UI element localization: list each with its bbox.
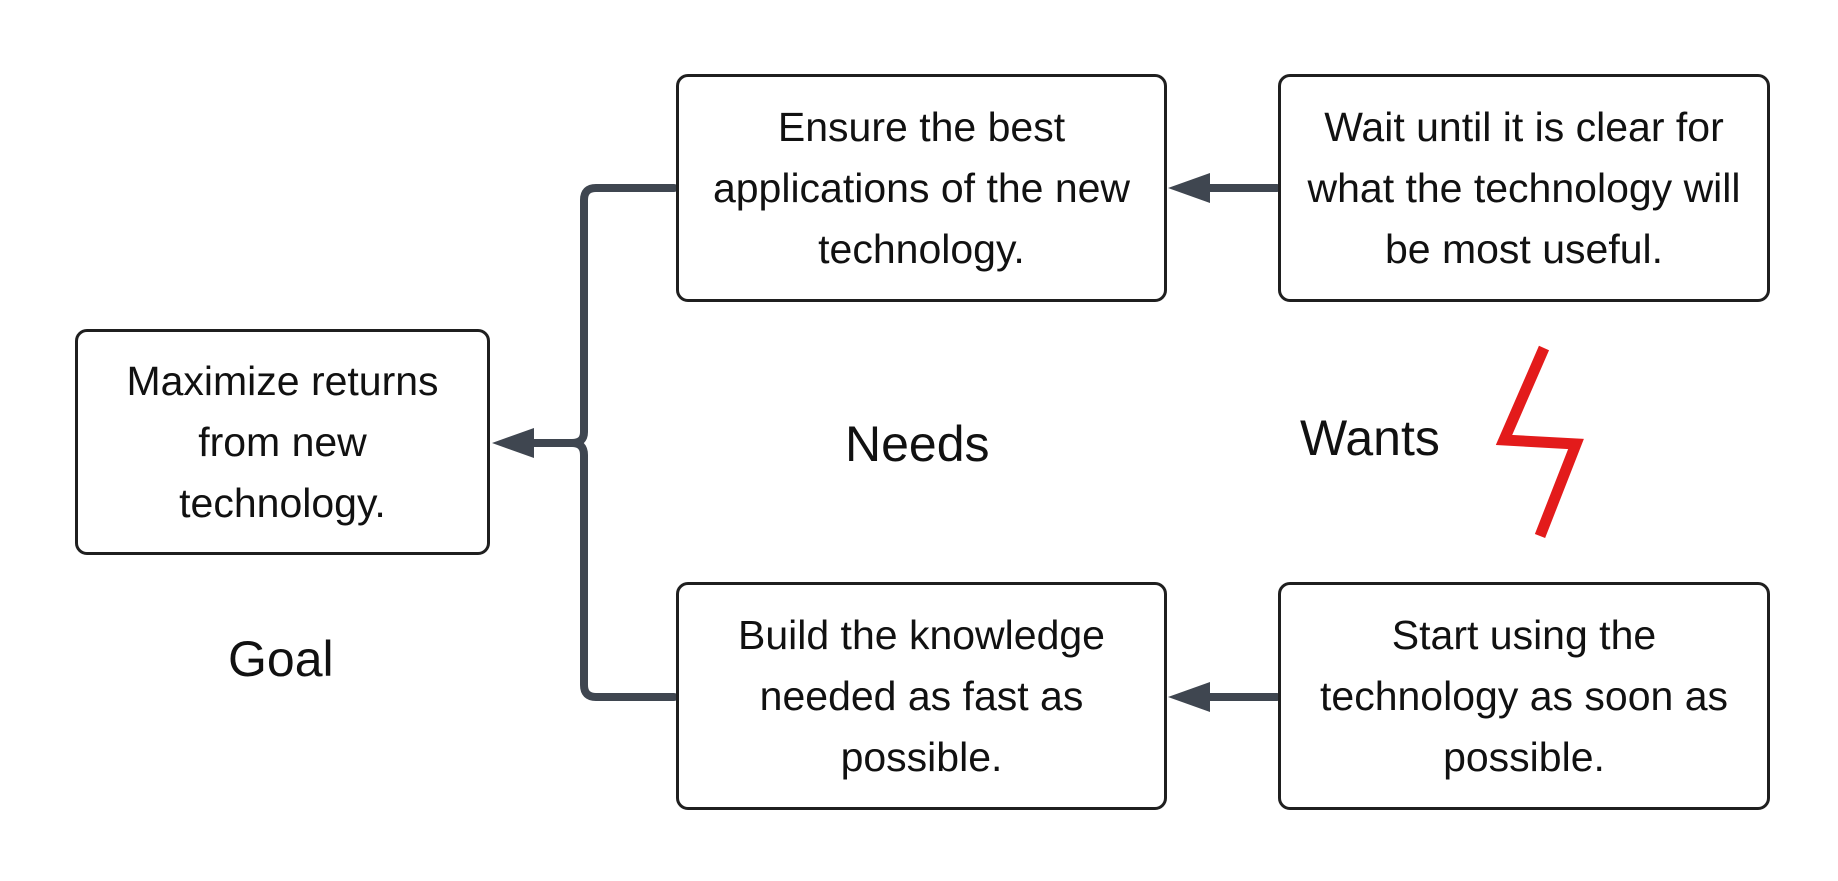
want-bottom-box: Start using the technology as soon as po…: [1278, 582, 1770, 810]
need-bottom-box: Build the knowledge needed as fast as po…: [676, 582, 1167, 810]
needs-label: Needs: [845, 416, 990, 472]
lightning-bolt-conflict-icon: [1495, 345, 1584, 539]
wants-label: Wants: [1300, 410, 1440, 466]
arrowhead-to-need-top: [1168, 173, 1210, 203]
want-bottom-text: Start using the technology as soon as po…: [1320, 611, 1728, 780]
arrowhead-to-goal: [492, 428, 534, 458]
need-bottom-text: Build the knowledge needed as fast as po…: [738, 611, 1105, 780]
goal-box: Maximize returns from new technology.: [75, 329, 490, 555]
want-top-box: Wait until it is clear for what the tech…: [1278, 74, 1770, 302]
connector-need-top-to-goal: [516, 184, 678, 447]
connector-need-bottom-to-goal: [568, 439, 678, 701]
need-top-box: Ensure the best applications of the new …: [676, 74, 1167, 302]
need-top-text: Ensure the best applications of the new …: [712, 103, 1131, 272]
goal-box-text: Maximize returns from new technology.: [126, 357, 439, 526]
arrowhead-to-need-bottom: [1168, 682, 1210, 712]
goal-label: Goal: [228, 631, 334, 687]
want-top-text: Wait until it is clear for what the tech…: [1307, 103, 1741, 272]
